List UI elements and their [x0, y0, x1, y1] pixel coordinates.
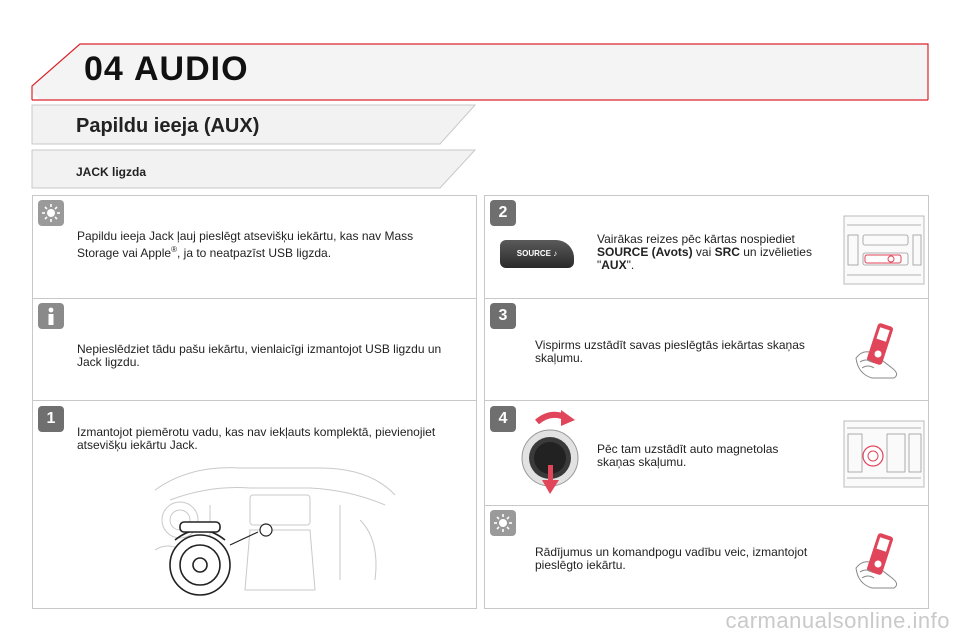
header-band — [31, 43, 929, 101]
tip-icon-2 — [490, 510, 516, 536]
step-3-badge: 3 — [490, 303, 516, 329]
tip-text-line-1: Papildu ieeja Jack ļauj pieslēgt atseviš… — [77, 229, 414, 243]
radio-panel-source-illustration — [843, 215, 925, 285]
hand-held-player-icon-2 — [855, 533, 898, 589]
info-text: Nepieslēdziet tādu pašu iekārtu, vienlai… — [77, 342, 442, 369]
right-divider-2 — [484, 400, 928, 401]
watermark: carmanualsonline.info — [725, 608, 950, 633]
right-divider-3 — [484, 505, 928, 506]
section-subtitle: JACK ligzda — [76, 165, 147, 179]
chapter-number: 04 — [84, 50, 124, 88]
hand-held-player-icon — [855, 323, 898, 379]
step-2-text: Vairākas reizes pēc kārtas nospiediet SO… — [597, 232, 812, 272]
step-1-badge: 1 — [38, 406, 64, 432]
left-divider-1 — [32, 298, 476, 299]
left-panel — [32, 195, 477, 609]
tip-text: Papildu ieeja Jack ļauj pieslēgt atseviš… — [77, 230, 467, 260]
step-3-text: Vispirms uzstādīt savas pieslēgtās iekār… — [535, 338, 805, 365]
tip-2-text: Rādījumus un komandpogu vadību veic, izm… — [535, 545, 808, 572]
info-icon — [38, 303, 64, 329]
step-1-text: Izmantojot piemērotu vadu, kas nav iekļa… — [77, 425, 436, 452]
step-2-badge: 2 — [490, 200, 516, 226]
chapter-title: AUDIO — [134, 50, 249, 88]
source-button-label: SOURCE — [516, 249, 551, 258]
tip-text-line-2: Storage vai Apple®, ja to neatpazīst USB… — [77, 245, 332, 260]
music-note-icon: ♪ — [553, 249, 558, 258]
left-divider-2 — [32, 400, 476, 401]
radio-panel-volume-illustration — [843, 420, 925, 488]
tip-icon — [38, 200, 64, 226]
source-button-illustration: SOURCE ♪ — [500, 240, 574, 268]
step-4-badge: 4 — [490, 406, 516, 432]
section-title: Papildu ieeja (AUX) — [76, 115, 260, 137]
car-interior-jack-illustration — [154, 467, 396, 596]
volume-knob-icon — [521, 410, 579, 494]
right-divider-1 — [484, 298, 928, 299]
section-title-band — [31, 104, 477, 189]
step-4-text: Pēc tam uzstādīt auto magnetolas skaņas … — [597, 442, 779, 469]
